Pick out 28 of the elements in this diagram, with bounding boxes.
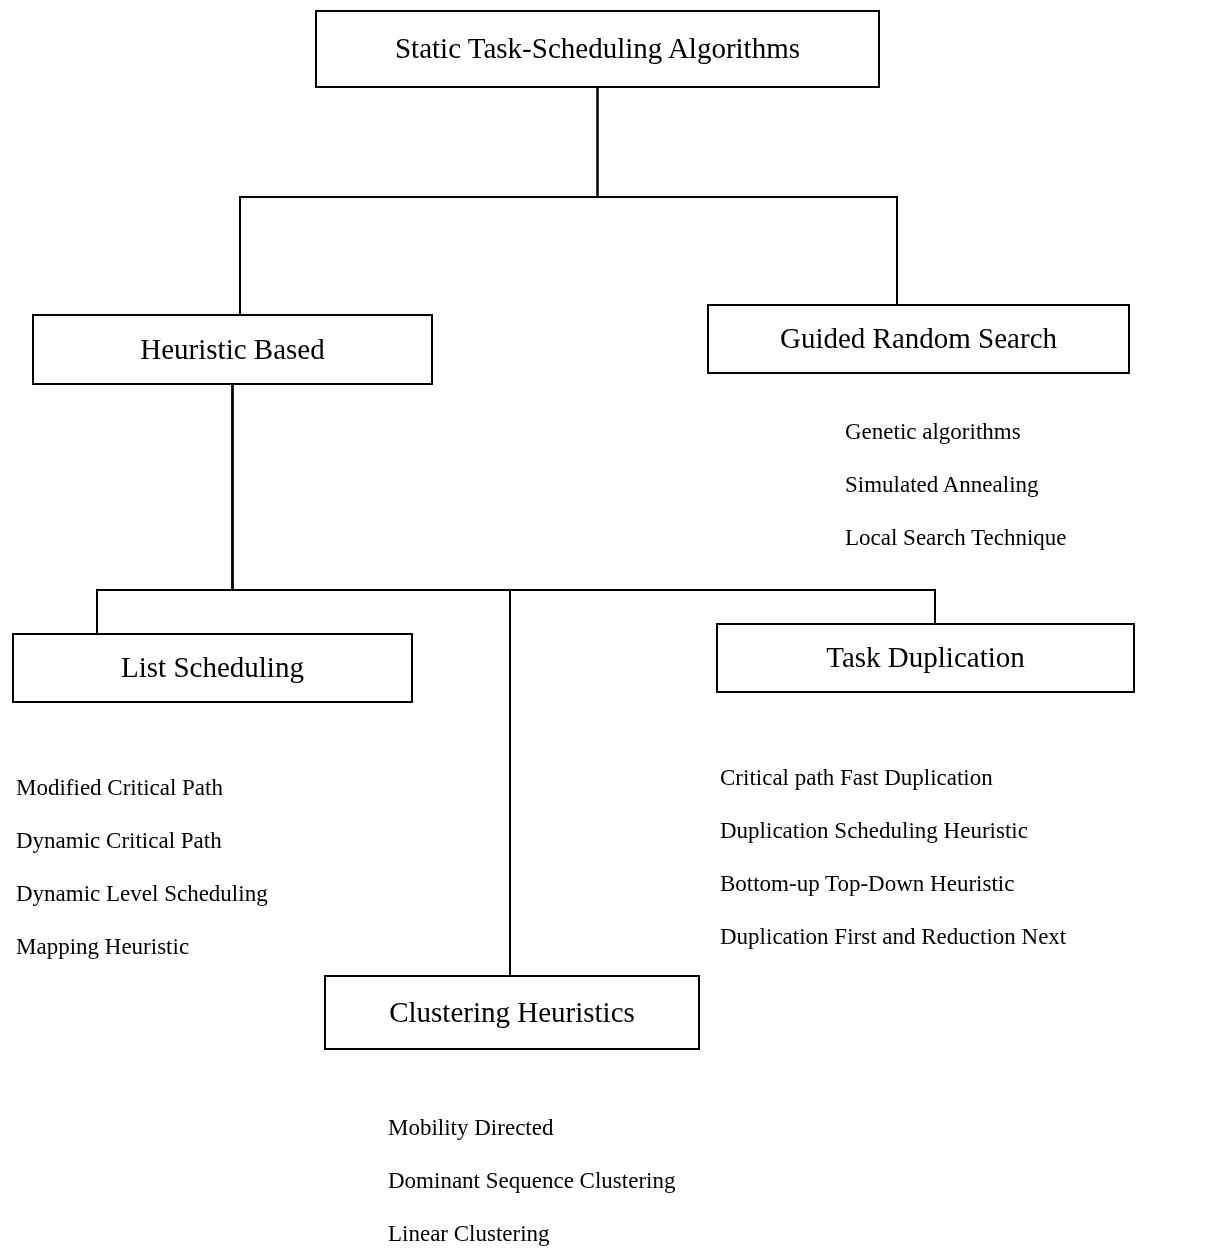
algorithm-item: Dominant Sequence Clustering bbox=[388, 1167, 676, 1195]
box-title: Task Duplication bbox=[826, 640, 1025, 676]
box-title: Clustering Heuristics bbox=[389, 994, 635, 1030]
algorithm-item: Duplication Scheduling Heuristic bbox=[720, 817, 1029, 845]
box-title: List Scheduling bbox=[121, 650, 304, 686]
algorithm-item: Duplication First and Reduction Next bbox=[720, 923, 1067, 951]
category-box bbox=[12, 633, 413, 703]
category-box bbox=[707, 304, 1130, 374]
connector-line bbox=[231, 384, 511, 976]
algorithm-item: Bottom-up Top-Down Heuristic bbox=[720, 870, 1016, 898]
algorithm-item: Local Search Technique bbox=[845, 524, 1067, 552]
algorithm-item: Dynamic Level Scheduling bbox=[16, 880, 268, 908]
algorithm-item: Critical path Fast Duplication bbox=[720, 764, 994, 792]
box-title: Guided Random Search bbox=[779, 321, 1057, 357]
algorithm-item: Simulated Annealing bbox=[845, 471, 1040, 499]
box-title: Static Task-Scheduling Algorithms bbox=[395, 31, 800, 67]
algorithm-item: Modified Critical Path bbox=[16, 774, 224, 802]
connector-line bbox=[596, 87, 898, 305]
algorithm-item: Genetic algorithms bbox=[845, 418, 1022, 446]
category-box bbox=[716, 623, 1135, 693]
algorithm-item: Mapping Heuristic bbox=[16, 933, 191, 961]
category-box bbox=[32, 314, 433, 385]
category-box bbox=[324, 975, 700, 1050]
algorithm-item: Mobility Directed bbox=[388, 1114, 555, 1142]
category-box bbox=[315, 10, 880, 88]
box-title: Heuristic Based bbox=[140, 331, 325, 367]
algorithm-item: Linear Clustering bbox=[388, 1220, 551, 1248]
algorithm-item: Dynamic Critical Path bbox=[16, 827, 223, 855]
